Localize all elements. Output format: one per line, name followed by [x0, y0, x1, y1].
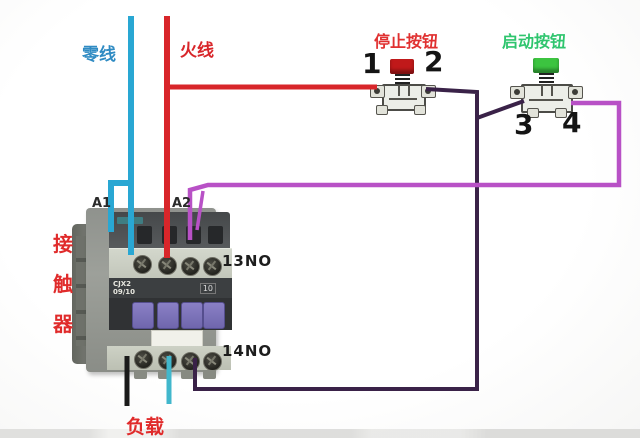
- terminal-number-3: 3: [514, 108, 534, 141]
- start-button-cap: [533, 58, 559, 73]
- stop-foot-lug: [414, 105, 426, 115]
- terminal-screw-icon: [181, 352, 200, 371]
- terminal-screw-icon: [158, 351, 177, 370]
- live-label: 火线: [180, 41, 214, 61]
- aux-block-icon: [157, 302, 179, 329]
- stop-terminal-2-lug: [421, 85, 436, 98]
- terminal-screw-icon: [134, 350, 153, 369]
- contactor-foot: [134, 370, 147, 379]
- control-wire-magenta: [187, 100, 622, 240]
- terminal-screw-icon: [133, 255, 152, 274]
- terminal-number-1: 1: [362, 47, 382, 80]
- terminal-screw-icon: [181, 257, 200, 276]
- contactor-body: CJX2 09/10 10: [86, 208, 232, 379]
- brand-label: [117, 217, 143, 224]
- contactor-label-char: 接: [53, 232, 73, 256]
- contactor-label-char: 触: [53, 272, 73, 296]
- photo-bottom-band: [0, 429, 640, 438]
- terminal-recess: [162, 226, 177, 244]
- contactor-rating-text: 10: [199, 283, 216, 294]
- contact-bar: [389, 98, 417, 100]
- screw-icon: [373, 87, 380, 94]
- spring-icon: [539, 73, 554, 84]
- coil-terminal-a1-label: A1: [92, 196, 112, 211]
- start-terminal-3-lug: [510, 86, 525, 99]
- aux-block-icon: [181, 302, 203, 329]
- terminal-13no-label: 13NO: [222, 252, 273, 270]
- terminal-recess: [186, 226, 201, 244]
- contact-bar: [529, 99, 563, 101]
- aux-block-icon: [132, 302, 154, 329]
- contactor-mid-band: CJX2 09/10 10: [109, 278, 232, 298]
- contactor-foot: [181, 370, 194, 379]
- stop-button-label: 停止按钮: [374, 32, 439, 51]
- neutral-label: 零线: [82, 45, 116, 65]
- plunger-stem: [398, 85, 410, 96]
- stop-button-cap: [390, 59, 414, 74]
- contactor-foot: [158, 370, 171, 379]
- contactor-label: 接 触 器: [52, 224, 74, 344]
- contactor-top-housing: [109, 212, 230, 250]
- load-label: 负载: [126, 416, 165, 438]
- stop-foot-lug: [376, 105, 388, 115]
- contactor-model-text: CJX2 09/10: [113, 280, 136, 296]
- contactor-device: CJX2 09/10 10: [70, 206, 232, 379]
- screw-icon: [571, 88, 578, 95]
- spring-icon: [395, 74, 410, 85]
- terminal-screw-icon: [203, 257, 222, 276]
- contactor-auxiliary-row: [109, 298, 232, 330]
- contactor-foot: [203, 370, 216, 379]
- contactor-label-char: 器: [53, 312, 73, 336]
- terminal-recess: [208, 226, 223, 244]
- start-terminal-4-lug: [568, 86, 583, 99]
- terminal-number-4: 4: [562, 106, 582, 139]
- coil-terminal-a2-label: A2: [172, 196, 192, 211]
- plunger-stem: [541, 85, 553, 96]
- terminal-screw-icon: [158, 256, 177, 275]
- screw-icon: [424, 87, 431, 94]
- contactor-bottom-terminal-strip: [107, 346, 231, 371]
- terminal-number-2: 2: [424, 45, 444, 78]
- start-button-label: 启动按钮: [502, 32, 567, 51]
- terminal-recess: [137, 226, 152, 244]
- terminal-14no-label: 14NO: [222, 342, 273, 360]
- screw-icon: [513, 88, 520, 95]
- stop-terminal-1-lug: [370, 85, 385, 98]
- terminal-screw-icon: [203, 352, 222, 371]
- contactor-top-terminal-strip: [109, 248, 232, 279]
- aux-block-icon: [203, 302, 225, 329]
